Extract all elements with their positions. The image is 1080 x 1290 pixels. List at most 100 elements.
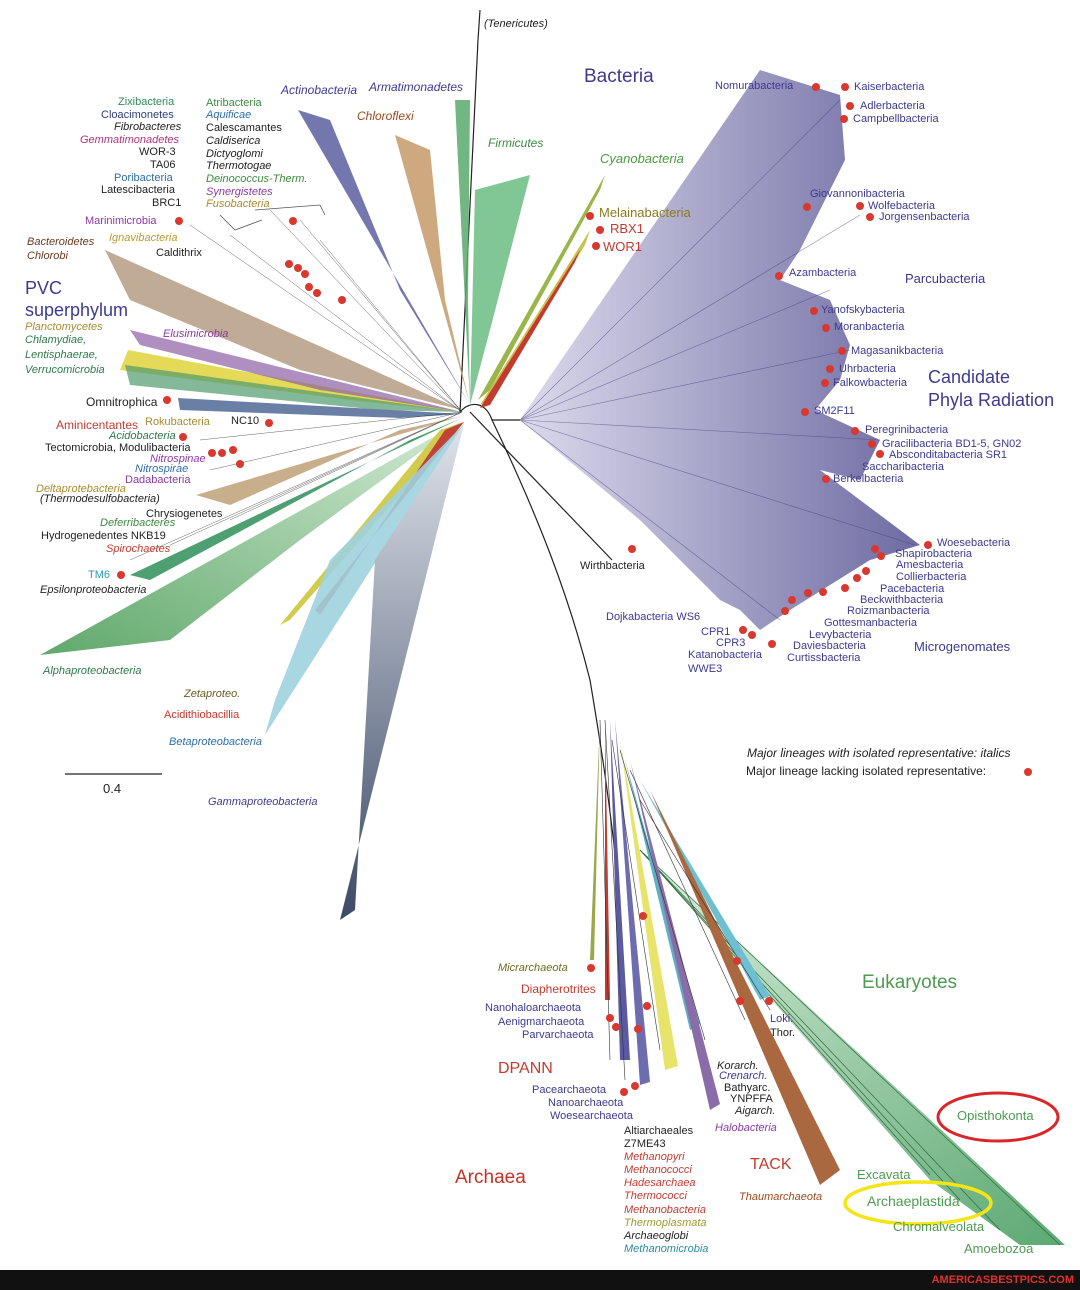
label-thermoplasmata: Thermoplasmata	[624, 1217, 707, 1229]
label-roizmanbacteria: Roizmanbacteria	[847, 605, 930, 617]
label-nanohaloarchaeota: Nanohaloarchaeota	[485, 1002, 582, 1014]
marker-dot	[634, 1025, 642, 1033]
label-tm6: TM6	[88, 569, 110, 581]
label-loki: Loki.	[770, 1013, 794, 1025]
label-chlamydiae: Chlamydiae,	[25, 334, 87, 346]
label-ynpffa: YNPFFA	[730, 1093, 773, 1105]
label-rokubacteria: Rokubacteria	[145, 416, 210, 428]
label-marinimicrobia: Marinimicrobia	[85, 215, 157, 227]
label-saccharibacteria: Saccharibacteria	[862, 461, 944, 473]
marker-dot	[841, 584, 849, 592]
label-falkowbacteria: Falkowbacteria	[833, 377, 907, 389]
label-deferribacteres: Deferribacteres	[100, 517, 176, 529]
marker-dot	[606, 1014, 614, 1022]
label-parvarchaeota: Parvarchaeota	[522, 1029, 594, 1041]
marker-dot	[838, 347, 846, 355]
label-poribacteria: Poribacteria	[114, 172, 173, 184]
label-curtissbacteria: Curtissbacteria	[787, 652, 861, 664]
label-wwe3: WWE3	[688, 663, 723, 675]
label-campbellbacteria: Campbellbacteria	[853, 113, 939, 125]
label-armatimonadetes: Armatimonadetes	[369, 80, 464, 94]
watermark-text[interactable]: AMERICASBESTPICS.COM	[931, 1274, 1074, 1286]
label-micrarchaeota: Micrarchaeota	[498, 962, 568, 974]
marker-dot	[643, 1002, 651, 1010]
label-fusobacteria: Fusobacteria	[206, 198, 270, 210]
label-aminicentantes: Aminicentantes	[56, 418, 139, 432]
marker-dot	[826, 365, 834, 373]
group-label-pvc: PVC	[25, 278, 63, 298]
archaeplastida-highlight	[843, 1180, 993, 1226]
label-deltaproteobacteria: Deltaprotebacteria	[36, 483, 126, 495]
marker-dot	[285, 260, 293, 268]
label-alphaproteobacteria: Alphaproteobacteria	[43, 665, 142, 677]
group-label-phyla-radiation: Phyla Radiation	[928, 390, 1055, 410]
label-betaproteobacteria: Betaproteobacteria	[169, 736, 262, 748]
label-shapirobacteria: Shapirobacteria	[895, 548, 973, 560]
label-deinococcus-therm: Deinococcus-Therm.	[206, 173, 308, 185]
label-thaumarchaeota: Thaumarchaeota	[739, 1191, 823, 1203]
marker-dot	[736, 997, 744, 1005]
label-gemmatimonadetes: Gemmatimonadetes	[80, 134, 180, 146]
label-katanobacteria: Katanobacteria	[688, 649, 762, 661]
label-wolfebacteria: Wolfebacteria	[868, 200, 936, 212]
label-amoebozoa: Amoebozoa	[964, 1241, 1034, 1256]
marker-dot	[821, 379, 829, 387]
label-thor: Thor.	[770, 1027, 796, 1039]
marker-dot	[596, 226, 604, 234]
label-nitrospinae: Nitrospinae	[150, 453, 206, 465]
label-epsilonproteobacteria: Epsilonproteobacteria	[40, 584, 147, 596]
label-magasanikbacteria: Magasanikbacteria	[851, 345, 944, 357]
label-methanococci: Methanococci	[624, 1164, 692, 1176]
label-gottesmanbacteria: Gottesmanbacteria	[824, 617, 917, 629]
marker-dot	[803, 203, 811, 211]
marker-dot	[804, 589, 812, 597]
label-spirochaetes: Spirochaetes	[106, 543, 171, 555]
group-label-dpann: DPANN	[498, 1060, 553, 1077]
label-crenarch: Crenarch.	[719, 1070, 768, 1082]
label-diapherotrites: Diapherotrites	[521, 982, 596, 996]
marker-dot	[586, 212, 594, 220]
marker-dot	[876, 450, 884, 458]
label-excavata: Excavata	[857, 1167, 911, 1182]
label-absconditabacteria: Absconditabacteria SR1	[889, 449, 1008, 461]
archaea-branches	[590, 719, 840, 1185]
marker-dot	[765, 997, 773, 1005]
marker-dot	[592, 242, 600, 250]
label-actinobacteria: Actinobacteria	[281, 83, 358, 97]
label-nomurabacteria: Nomurabacteria	[715, 80, 794, 92]
label-nc10: NC10	[231, 415, 260, 427]
label-halobacteria: Halobacteria	[715, 1122, 777, 1134]
label-nanoarchaeota: Nanoarchaeota	[548, 1097, 624, 1109]
label-omnitrophica: Omnitrophica	[86, 395, 158, 409]
marker-dot	[748, 631, 756, 639]
marker-dot	[853, 574, 861, 582]
label-altiarchaeales: Altiarchaeales	[624, 1125, 694, 1137]
label-melainabacteria: Melainabacteria	[599, 205, 691, 220]
label-lentisphaerae: Lentisphaerae,	[25, 349, 98, 361]
marker-dot	[208, 449, 216, 457]
marker-dot	[338, 296, 346, 304]
label-elusimicrobia: Elusimicrobia	[163, 328, 229, 340]
domain-label-bacteria: Bacteria	[584, 66, 654, 87]
marker-dot	[812, 83, 820, 91]
marker-dot	[856, 202, 864, 210]
marker-dot	[218, 449, 226, 457]
label-sm2f11: SM2F11	[814, 405, 855, 417]
marker-dot	[841, 83, 849, 91]
watermark-bar: AMERICASBESTPICS.COM	[0, 1270, 1080, 1290]
marker-dot	[775, 272, 783, 280]
label-ignavibacteria: Ignavibacteria	[109, 232, 178, 244]
scale-bar-label: 0.4	[103, 781, 122, 796]
marker-dot	[620, 1088, 628, 1096]
marker-dot	[788, 596, 796, 604]
marker-dot	[305, 283, 313, 291]
marker-dot	[851, 427, 859, 435]
label-cpr3: CPR3	[716, 637, 746, 649]
label-chloroflexi: Chloroflexi	[357, 109, 414, 123]
label-bathyarc: Bathyarc.	[724, 1082, 771, 1094]
label-korarch: Korarch.	[717, 1060, 759, 1072]
marker-dot	[862, 567, 870, 575]
label-wor1: WOR1	[603, 239, 642, 254]
marker-dot	[163, 396, 171, 404]
